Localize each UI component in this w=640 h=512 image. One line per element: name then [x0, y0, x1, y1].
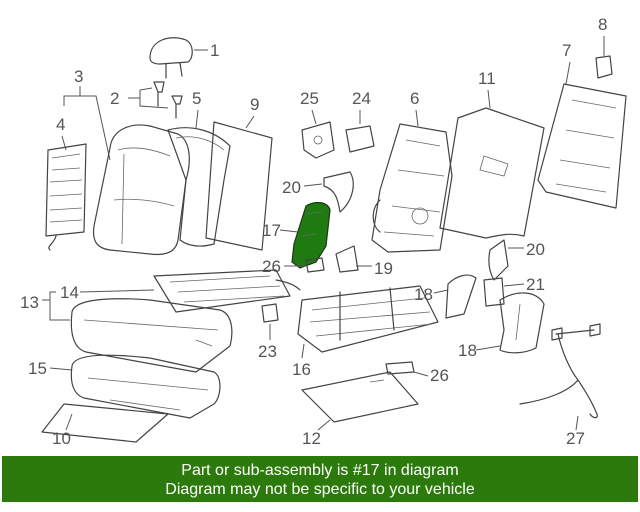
- callout-22: 24: [352, 89, 371, 108]
- part-25-switch: [261, 303, 279, 323]
- callout-11: 11: [478, 69, 496, 88]
- callout-13: 13: [20, 293, 39, 312]
- part-1-headrest: [149, 37, 208, 79]
- part-8-latch: [595, 55, 613, 79]
- part-19-cover-upper: [335, 245, 359, 273]
- part-9-back-board: [205, 121, 273, 251]
- part-10-cushion-board: [41, 403, 169, 443]
- part-5-seatback-pad: [167, 127, 231, 247]
- part-13-cushion-cover: [70, 298, 233, 373]
- part-16-seat-frame: [297, 285, 439, 353]
- callout-10: 10: [52, 429, 71, 448]
- part-6-seatback-frame: [371, 123, 453, 253]
- callout-25: 23: [258, 342, 277, 361]
- callout-12: 12: [302, 429, 321, 448]
- part-20-trim-upper: [323, 171, 354, 213]
- part-7-back-frame-panel: [537, 83, 627, 209]
- callout-2: 2: [110, 89, 119, 108]
- callout-16: 16: [292, 360, 311, 379]
- callout-4: 4: [56, 115, 65, 134]
- callout-1: 1: [210, 41, 219, 60]
- callout-9: 9: [250, 95, 259, 114]
- callout-17: 17: [262, 221, 281, 240]
- part-12-floor-mat: [301, 371, 419, 423]
- part-22-module: [345, 125, 375, 153]
- part-27-wire-harness: [519, 323, 601, 419]
- part-2-headrest-guides: [128, 81, 183, 119]
- callout-23: 25: [300, 89, 319, 108]
- callout-19b: 18: [414, 285, 433, 304]
- banner-line-2: Diagram may not be specific to your vehi…: [165, 481, 475, 498]
- info-banner: Part or sub-assembly is #17 in diagram D…: [2, 456, 638, 502]
- part-11-back-board: [439, 107, 545, 239]
- callout-27: 27: [566, 429, 585, 448]
- callout-7: 7: [562, 41, 571, 60]
- callout-21: 21: [526, 275, 545, 294]
- callout-19a: 19: [374, 259, 393, 278]
- callout-15: 15: [28, 359, 47, 378]
- callout-5: 5: [192, 89, 201, 108]
- callout-3: 3: [74, 67, 83, 86]
- part-17-highlighted: [291, 201, 331, 269]
- part-18-shield: [499, 292, 545, 354]
- part-24-clip: [305, 257, 325, 273]
- callout-26: 26: [430, 366, 449, 385]
- banner-line-1: Part or sub-assembly is #17 in diagram: [181, 462, 459, 479]
- callout-18: 18: [458, 341, 477, 360]
- parts-diagram: 1 2 3 4 5 9 25 24 20: [20, 15, 627, 448]
- callout-20b: 20: [526, 240, 545, 259]
- part-23-bracket: [301, 121, 335, 159]
- callout-6: 6: [410, 89, 419, 108]
- callout-14: 14: [60, 283, 79, 302]
- part-15-cushion-pad: [70, 354, 221, 419]
- part-14-cushion-heater: [153, 269, 301, 313]
- part-21-cover: [483, 277, 505, 307]
- callout-20a: 20: [282, 178, 301, 197]
- part-4-seatback-heater: [45, 143, 87, 251]
- part-3-seatback-cover: [92, 124, 190, 256]
- part-20-trim-lower: [488, 239, 509, 281]
- part-19-cover-lower: [445, 274, 477, 319]
- callout-8: 8: [598, 15, 607, 34]
